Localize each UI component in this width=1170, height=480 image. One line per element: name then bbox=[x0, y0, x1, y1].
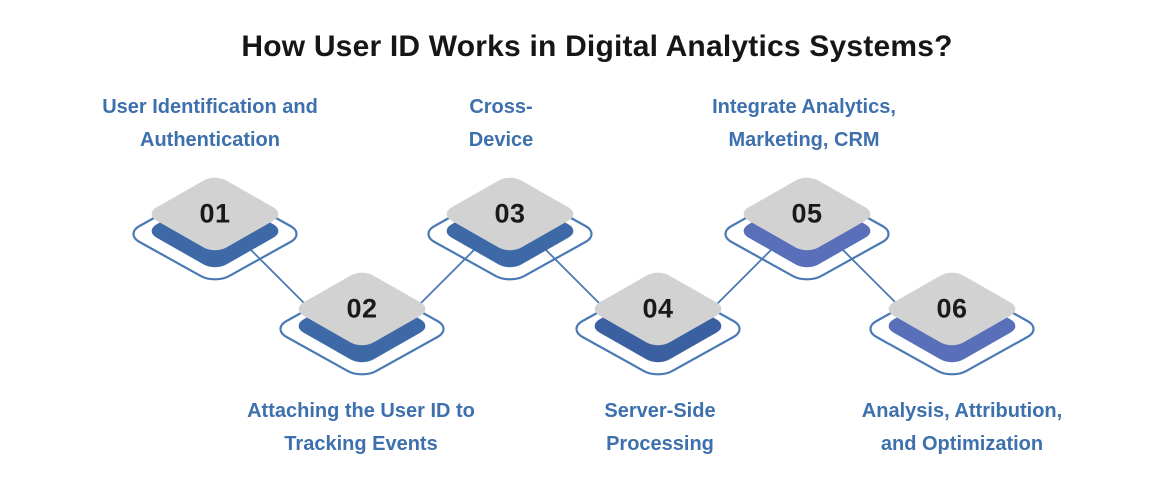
step-02-number: 02 bbox=[346, 293, 378, 324]
step-06-label: Analysis, Attribution, and Optimization bbox=[861, 400, 1063, 455]
step-01-number: 01 bbox=[199, 198, 231, 229]
step-03-number: 03 bbox=[494, 198, 526, 229]
diagram-title: How User ID Works in Digital Analytics S… bbox=[241, 30, 953, 63]
step-06-number: 06 bbox=[936, 293, 968, 324]
step-05-number: 05 bbox=[791, 198, 823, 229]
step-05-label: Integrate Analytics, Marketing, CRM bbox=[712, 96, 896, 151]
step-01-label: User Identification and Authentication bbox=[102, 96, 318, 151]
step-04-number: 04 bbox=[642, 293, 674, 324]
step-02-label: Attaching the User ID to Tracking Events bbox=[247, 400, 475, 455]
step-04-label: Server-Side Processing bbox=[604, 400, 716, 455]
step-03-label: Cross-Device bbox=[468, 96, 534, 151]
